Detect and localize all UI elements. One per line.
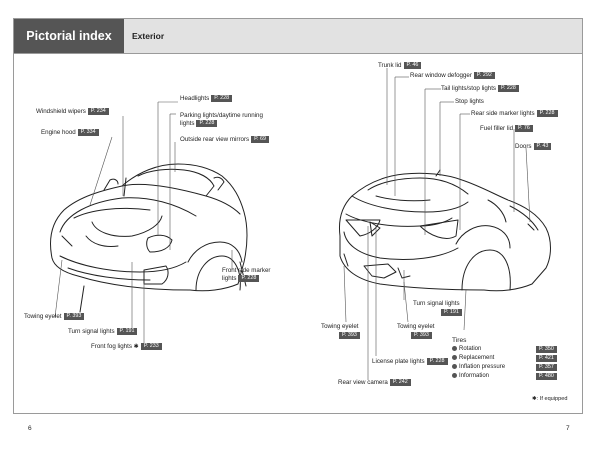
bullet-icon (452, 345, 457, 351)
section-subtitle: Exterior (132, 31, 165, 41)
page-ref: P. 234 (87, 108, 109, 115)
page-ref: P. 191 (116, 328, 138, 335)
page-ref: P. 191 (441, 309, 462, 316)
label-text: Outside rear view mirrors (180, 136, 250, 144)
footnote-if-equipped: ✱: If equipped (532, 396, 567, 402)
page-ref: P. 393 (63, 313, 85, 320)
label-text: Doors (515, 143, 532, 151)
footnote-text: : If equipped (536, 396, 568, 402)
label-text: Rear window defogger (410, 72, 472, 80)
page-ref: P. 69 (251, 136, 270, 143)
label-text: Fuel filler lid (480, 125, 514, 133)
tire-item-label: Replacement (459, 355, 495, 361)
label-text: Engine hood (41, 129, 76, 137)
label-text: Towing eyelet (321, 323, 359, 330)
tire-item-rotation: Rotation P. 350 (452, 345, 572, 354)
page-ref: P. 292 (473, 72, 495, 79)
page-number-left: 6 (28, 425, 32, 432)
page-ref: P. 228 (238, 275, 260, 282)
label-rear-towing-eyelet-right: Towing eyelet P. 393 (397, 323, 435, 339)
label-text: Towing eyelet (397, 323, 435, 330)
label-fog-lights: Front fog lights ✱P. 233 (91, 343, 162, 351)
page-ref: P. 228 (426, 358, 448, 365)
if-equipped-star: ✱ (532, 396, 537, 402)
label-text: Towing eyelet (24, 313, 62, 321)
label-text: Trunk lid (378, 62, 402, 70)
page-ref: P. 228 (498, 85, 519, 92)
page-ref: P. 421 (536, 355, 557, 362)
tires-section: Tires Rotation P. 350 Replacement P. 421 I… (452, 336, 572, 381)
leader-lines (54, 68, 531, 380)
page-ref: P. 393 (339, 332, 360, 339)
label-text: Tail lights/stop lights (441, 85, 497, 93)
tire-item-information: Information P. 480 (452, 372, 572, 381)
label-text: License plate lights (372, 358, 425, 366)
page-ref: P. 334 (77, 129, 99, 136)
page-ref: P. 228 (211, 95, 233, 102)
section-title: Pictorial index (14, 19, 124, 53)
page-ref: P. 76 (515, 125, 533, 132)
page-ref: P. 46 (403, 62, 422, 69)
page-ref: P. 228 (536, 110, 558, 117)
label-rear-turn-signal: Turn signal lights P. 191 (413, 300, 462, 316)
label-text: Turn signal lights (413, 300, 460, 307)
page-ref: P. 393 (411, 332, 432, 339)
bullet-icon (452, 363, 457, 369)
page-ref: P. 228 (196, 120, 218, 127)
bullet-icon (452, 372, 457, 378)
front-car-drawing (50, 163, 248, 313)
header-bar: Pictorial index Exterior (14, 19, 582, 54)
page-ref: P. 233 (140, 343, 162, 350)
tire-item-replacement: Replacement P. 421 (452, 354, 572, 363)
page-ref: P. 350 (536, 346, 557, 353)
label-rear-towing-eyelet-left: Towing eyelet P. 393 (321, 323, 360, 339)
page-ref: P. 357 (536, 364, 557, 371)
page-ref: P. 480 (536, 373, 557, 380)
label-text: Turn signal lights (68, 328, 115, 336)
page-ref: P. 242 (389, 379, 411, 386)
tires-title: Tires (452, 337, 467, 344)
tire-item-label: Rotation (459, 346, 482, 352)
bullet-icon (452, 354, 457, 360)
label-text: Front fog lights (91, 343, 132, 351)
if-equipped-star: ✱ (133, 343, 139, 351)
label-stop-lights: Stop lights (455, 98, 484, 106)
label-text: Rear side marker lights (471, 110, 535, 118)
tire-item-label: Inflation pressure (459, 364, 506, 370)
rear-car-drawing (339, 169, 551, 292)
label-text: Windshield wipers (36, 108, 86, 116)
label-text: Headlights (180, 95, 210, 103)
label-text: Rear view camera (338, 379, 388, 387)
label-text: Stop lights (455, 98, 484, 105)
page-frame: Pictorial index Exterior (13, 18, 583, 414)
label-text: Parking lights/daytime running lights (180, 112, 263, 128)
page-number-right: 7 (566, 425, 570, 432)
tire-item-inflation-pressure: Inflation pressure P. 357 (452, 363, 572, 372)
label-text: Front side marker lights (222, 267, 271, 283)
page-ref: P. 43 (533, 143, 552, 150)
tire-item-label: Information (459, 373, 490, 379)
